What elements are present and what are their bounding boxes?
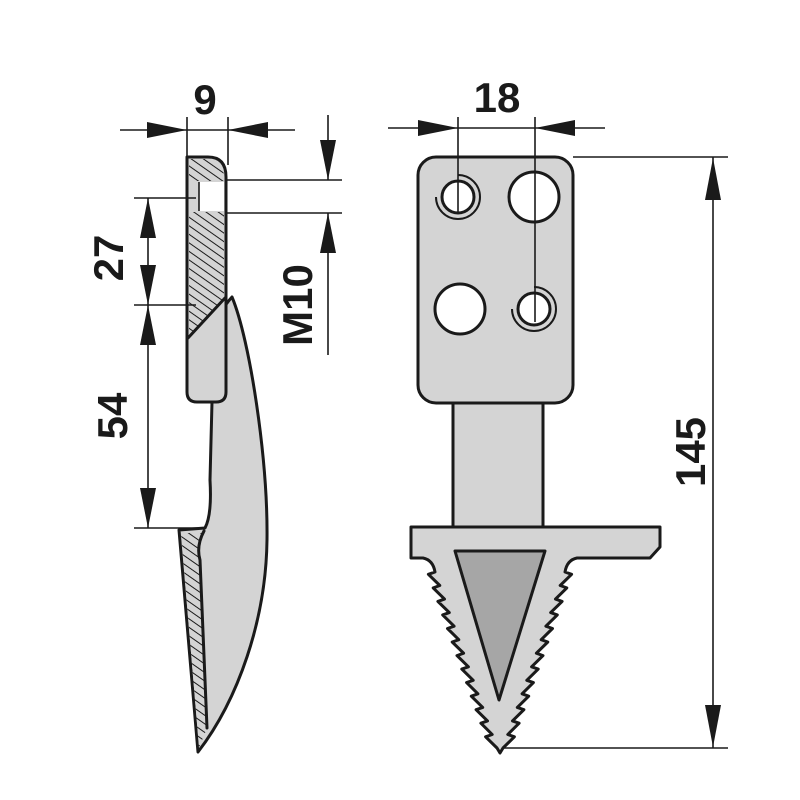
front-view-tine-face	[453, 549, 547, 702]
dim-54-arrow-up	[140, 305, 156, 345]
dim-9-arrow-left	[147, 122, 187, 138]
side-view: 9 M10 27 54	[85, 76, 342, 754]
dim-27-arrow-down	[140, 265, 156, 305]
side-view-plate-section-top	[189, 159, 224, 181]
hole-top-right	[507, 170, 561, 224]
dim-54: 54	[89, 305, 206, 529]
dim-145-arrow-up	[705, 158, 721, 200]
dim-m10-arrow-up	[320, 213, 336, 253]
dim-9: 9	[120, 76, 295, 165]
dim-m10-arrow-down	[320, 140, 336, 180]
dim-27: 27	[85, 197, 196, 306]
side-view-flange-inner-edge	[197, 529, 209, 730]
dim-145-arrow-down	[705, 705, 721, 747]
dim-m10: M10	[226, 115, 342, 355]
thread-mark-bottom-right	[511, 286, 557, 332]
dim-145: 145	[503, 156, 728, 749]
dim-18-label: 18	[474, 74, 521, 121]
dim-54-arrow-down	[140, 488, 156, 528]
hole-bottom-left	[433, 282, 487, 336]
dim-18-arrow-left	[418, 120, 458, 136]
dim-145-label: 145	[667, 417, 714, 487]
dim-27-label: 27	[85, 235, 132, 282]
dim-18-arrow-right	[535, 120, 575, 136]
front-view-stem	[451, 398, 545, 530]
dim-18: 18	[388, 74, 605, 322]
dim-9-arrow-right	[228, 122, 268, 138]
thread-mark-top-left	[435, 174, 481, 220]
dim-m10-label: M10	[274, 264, 321, 346]
side-view-thread-hole	[199, 182, 224, 211]
dim-27-arrow-up	[140, 198, 156, 238]
front-view: 18 145	[388, 74, 728, 755]
side-view-section-edge	[186, 296, 227, 340]
dim-9-label: 9	[193, 76, 216, 123]
threaded-hole-bottom-right	[516, 291, 552, 327]
dim-54-label: 54	[89, 392, 136, 439]
